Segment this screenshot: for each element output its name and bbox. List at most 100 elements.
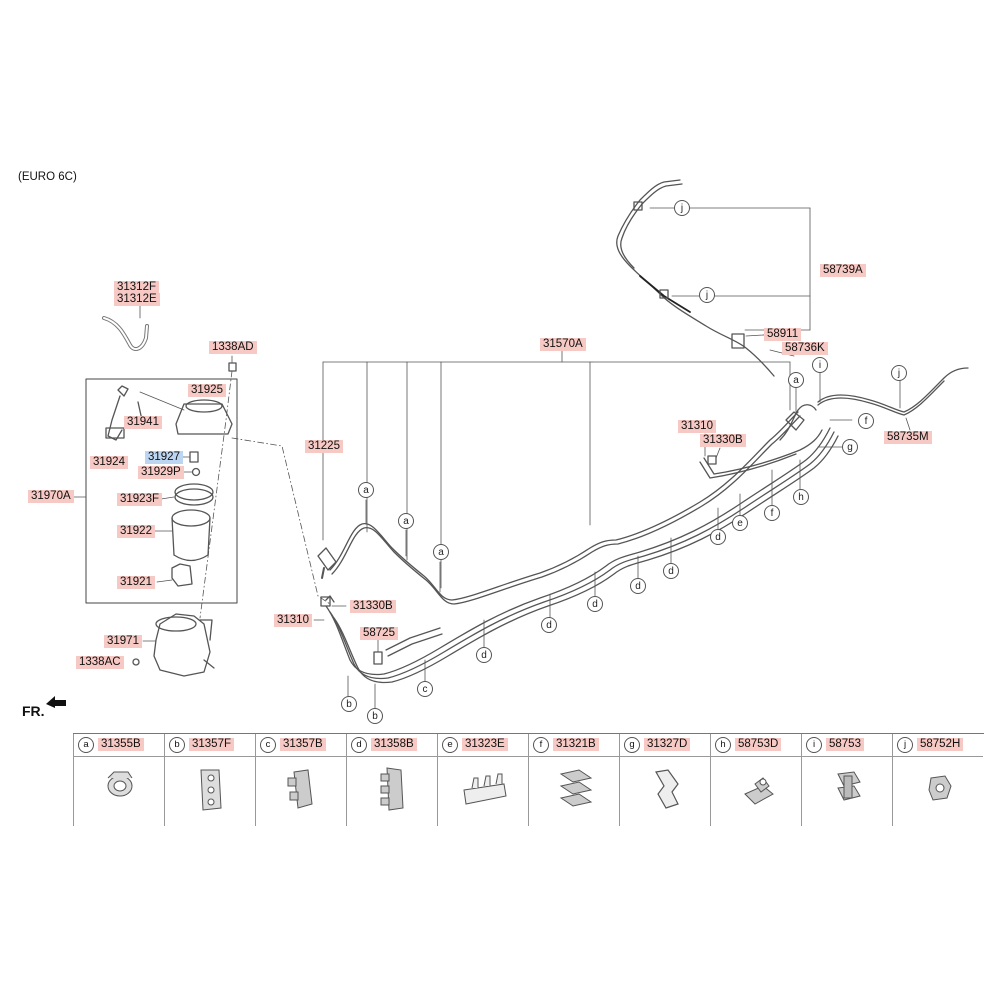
clip-callout[interactable]: f (858, 413, 874, 429)
part-label-31330B-lower[interactable]: 31330B (350, 600, 396, 613)
comb-clip-icon (460, 764, 510, 819)
variant-caption: (EURO 6C) (18, 171, 77, 183)
legend-cell-header: c 31357B (256, 734, 346, 757)
legend-part-code[interactable]: 58753 (826, 738, 864, 751)
clip-callout[interactable]: d (630, 578, 646, 594)
part-label-31310-upper[interactable]: 31310 (678, 420, 716, 433)
part-label-31921[interactable]: 31921 (117, 576, 155, 589)
legend-letter-badge: g (624, 737, 640, 753)
part-label-58735M[interactable]: 58735M (884, 431, 932, 444)
legend-letter-badge: f (533, 737, 549, 753)
part-label-31929P[interactable]: 31929P (138, 466, 184, 479)
triple-clip-icon (369, 764, 419, 819)
legend-letter-badge: i (806, 737, 822, 753)
legend-cell-a[interactable]: a 31355B (73, 734, 164, 826)
part-label-31970A[interactable]: 31970A (28, 490, 74, 503)
clip-callout[interactable]: h (793, 489, 809, 505)
clip-callout[interactable]: e (732, 515, 748, 531)
part-label-1338AC[interactable]: 1338AC (76, 656, 124, 669)
clip-callout[interactable]: g (842, 439, 858, 455)
front-direction-label: FR. (22, 703, 45, 719)
part-label-58736K[interactable]: 58736K (782, 342, 828, 355)
legend-part-code[interactable]: 31355B (98, 738, 144, 751)
legend-cell-header: g 31327D (620, 734, 710, 757)
stack-clip-icon (551, 764, 601, 819)
legend-cell-header: d 31358B (347, 734, 437, 757)
clip-callout[interactable]: j (674, 200, 690, 216)
legend-cell-header: f 31321B (529, 734, 619, 757)
small-clip-icon (915, 764, 965, 819)
hook-clip-icon (642, 764, 692, 819)
legend-part-code[interactable]: 31357F (189, 738, 235, 751)
legend-letter-badge: c (260, 737, 276, 753)
part-label-31225[interactable]: 31225 (305, 440, 343, 453)
clip-callout[interactable]: d (476, 647, 492, 663)
clip-callout[interactable]: a (433, 544, 449, 560)
clip-callout[interactable]: a (788, 372, 804, 388)
legend-cell-j[interactable]: j 58752H (892, 734, 983, 826)
legend-letter-badge: e (442, 737, 458, 753)
front-arrow-icon (46, 696, 66, 708)
part-label-31312E[interactable]: 31312E (114, 293, 160, 306)
legend-part-code[interactable]: 31358B (371, 738, 417, 751)
legend-cell-b[interactable]: b 31357F (164, 734, 255, 826)
part-label-31570A[interactable]: 31570A (540, 338, 586, 351)
clip-callout[interactable]: c (417, 681, 433, 697)
legend-cell-d[interactable]: d 31358B (346, 734, 437, 826)
part-label-31925[interactable]: 31925 (188, 384, 226, 397)
clip-callout[interactable]: f (764, 505, 780, 521)
legend-part-code[interactable]: 31327D (644, 738, 691, 751)
legend-part-code[interactable]: 31323E (462, 738, 508, 751)
legend-part-code[interactable]: 31357B (280, 738, 326, 751)
legend-cell-g[interactable]: g 31327D (619, 734, 710, 826)
legend-cell-header: j 58752H (893, 734, 983, 757)
part-label-31923F[interactable]: 31923F (117, 493, 163, 506)
part-label-31971[interactable]: 31971 (104, 635, 142, 648)
clip-callout[interactable]: b (341, 696, 357, 712)
clip-callout[interactable]: d (710, 529, 726, 545)
legend-cell-f[interactable]: f 31321B (528, 734, 619, 826)
clip-callout[interactable]: d (587, 596, 603, 612)
legend-part-code[interactable]: 58753D (735, 738, 782, 751)
legend-letter-badge: h (715, 737, 731, 753)
legend-cell-header: h 58753D (711, 734, 801, 757)
clip-callout[interactable]: d (663, 563, 679, 579)
block-clip-icon (187, 764, 237, 819)
legend-cell-e[interactable]: e 31323E (437, 734, 528, 826)
part-label-1338AD[interactable]: 1338AD (209, 341, 257, 354)
grommet-clip-icon (96, 764, 146, 809)
legend-letter-badge: j (897, 737, 913, 753)
part-label-31924[interactable]: 31924 (90, 456, 128, 469)
clip-callout[interactable]: d (541, 617, 557, 633)
part-label-31927[interactable]: 31927 (145, 451, 183, 464)
legend-letter-badge: d (351, 737, 367, 753)
legend-cell-c[interactable]: c 31357B (255, 734, 346, 826)
legend-part-code[interactable]: 58752H (917, 738, 964, 751)
clip-callout[interactable]: i (812, 357, 828, 373)
part-label-58739A[interactable]: 58739A (820, 264, 866, 277)
legend-cell-h[interactable]: h 58753D (710, 734, 801, 826)
legend-cell-i[interactable]: i 58753 (801, 734, 892, 826)
part-label-31330B-upper[interactable]: 31330B (700, 434, 746, 447)
clip-callout[interactable]: j (891, 365, 907, 381)
legend-cell-header: a 31355B (74, 734, 164, 757)
legend-letter-badge: a (78, 737, 94, 753)
legend-letter-badge: b (169, 737, 185, 753)
clip-callout[interactable]: a (398, 513, 414, 529)
part-label-31312F[interactable]: 31312F (114, 281, 160, 294)
clip-callout[interactable]: a (358, 482, 374, 498)
double-clip-icon (278, 764, 328, 819)
part-label-58911[interactable]: 58911 (764, 328, 802, 341)
legend-cell-header: b 31357F (165, 734, 255, 757)
clip-legend-table: a 31355B b 31357F c 31357B d 31358B e 31323E f 3132… (73, 733, 984, 826)
part-label-58725[interactable]: 58725 (360, 627, 398, 640)
legend-part-code[interactable]: 31321B (553, 738, 599, 751)
part-label-31941[interactable]: 31941 (124, 416, 162, 429)
legend-cell-header: i 58753 (802, 734, 892, 757)
legend-cell-header: e 31323E (438, 734, 528, 757)
part-label-31922[interactable]: 31922 (117, 525, 155, 538)
clip-callout[interactable]: b (367, 708, 383, 724)
part-label-31310-lower[interactable]: 31310 (274, 614, 312, 627)
square-clip-icon (824, 764, 874, 819)
clip-callout[interactable]: j (699, 287, 715, 303)
